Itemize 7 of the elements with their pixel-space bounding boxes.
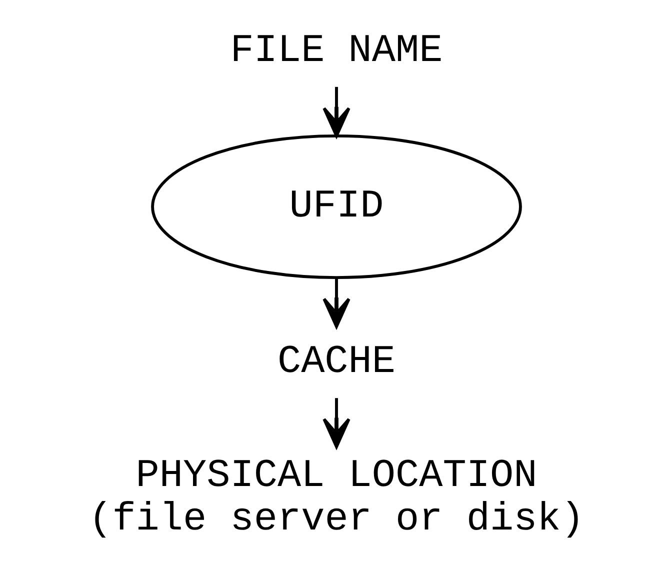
arrow (322, 86, 350, 138)
node-text: PHYSICAL LOCATION (file server or disk) (88, 453, 584, 542)
arrow (322, 278, 350, 328)
arrow (322, 398, 350, 448)
node-text: CACHE (276, 339, 396, 384)
node-text: FILE NAME (230, 28, 442, 74)
node-ellipse: UFID (150, 134, 522, 280)
